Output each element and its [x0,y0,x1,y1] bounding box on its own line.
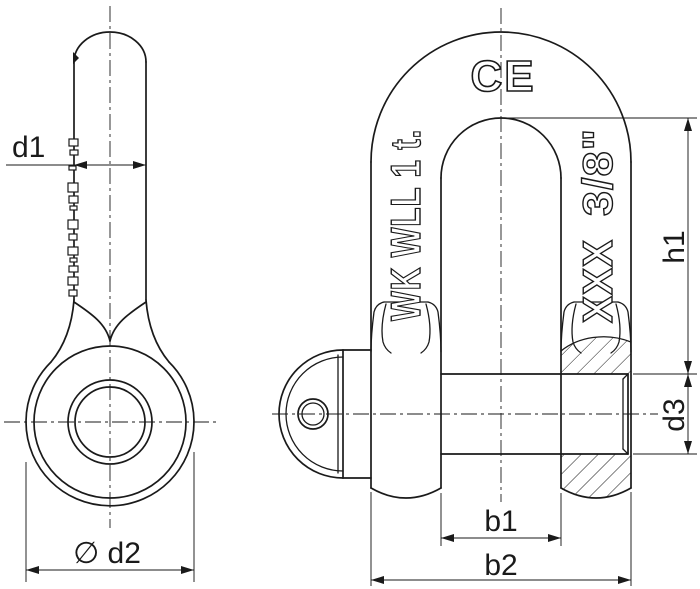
hatch-lower [561,454,631,499]
d1-arrow-right [133,161,146,169]
h1-arrow-bottom [684,361,692,374]
eye-outer-arc [25,361,195,507]
eye-hole-inner [74,386,146,458]
dimension-d1: d1 [6,131,146,169]
b2-label: b2 [484,549,517,582]
hatch-upper [561,336,631,374]
eye-hole-outer [67,379,153,465]
right-flare [145,299,170,363]
bow-inner-arc [440,117,562,179]
front-view: CE WK WLL 1 t. XXX 3/8" h1 d3 [272,8,697,586]
eye-boss-circle [33,345,187,499]
pin-eye-hole-inner [301,402,325,426]
dimension-b1: b1 [440,493,562,546]
ce-mark: CE [470,52,535,101]
dimension-d3: d3 [633,374,697,455]
shackle-body [370,31,632,499]
side-view: d1 ∅ d2 [4,6,216,582]
left-lug-saddle [370,301,442,354]
pin-eye-hole-outer [297,398,329,430]
d3-label: d3 [658,398,691,431]
markings: CE WK WLL 1 t. XXX 3/8" [381,51,621,324]
dimension-h1: h1 [503,117,697,375]
left-lug-bottom [370,487,442,499]
d3-arrow-top [684,374,692,387]
dimension-d2: ∅ d2 [25,452,195,582]
d1-label: d1 [12,131,45,164]
left-flare [50,299,75,363]
edge-stamp-marks [67,138,79,297]
d2-label: ∅ d2 [73,537,141,570]
section-boundary-arc [560,336,632,352]
pin-head-arc [278,349,344,479]
wll-marking: WK WLL 1 t. [382,129,429,321]
d2-arrow-right [181,566,194,574]
dome-top [73,31,147,63]
right-lug-section [560,336,632,499]
v-notch-left [73,301,111,342]
b2-arrow-left [371,576,384,584]
d3-arrow-bottom [684,441,692,454]
b2-arrow-right [618,576,631,584]
bow-outer-arc [370,31,632,163]
h1-arrow-top [684,118,692,131]
pin [278,349,629,479]
size-marking: 3/8" [574,128,621,216]
pin-head-inner-arc [285,356,344,472]
dimension-b2: b2 [370,492,632,586]
b1-arrow-right [548,534,561,542]
h1-label: h1 [658,230,691,263]
b1-label: b1 [484,505,517,538]
manufacturer-marking: XXX [574,239,621,323]
d1-arrow-left [74,161,87,169]
b1-arrow-left [441,534,454,542]
eye [25,345,195,507]
thread-start-mark [73,52,79,64]
v-notch-right [109,301,147,342]
d2-arrow-left [26,566,39,574]
pin-end-corner-chamfers [622,373,629,455]
